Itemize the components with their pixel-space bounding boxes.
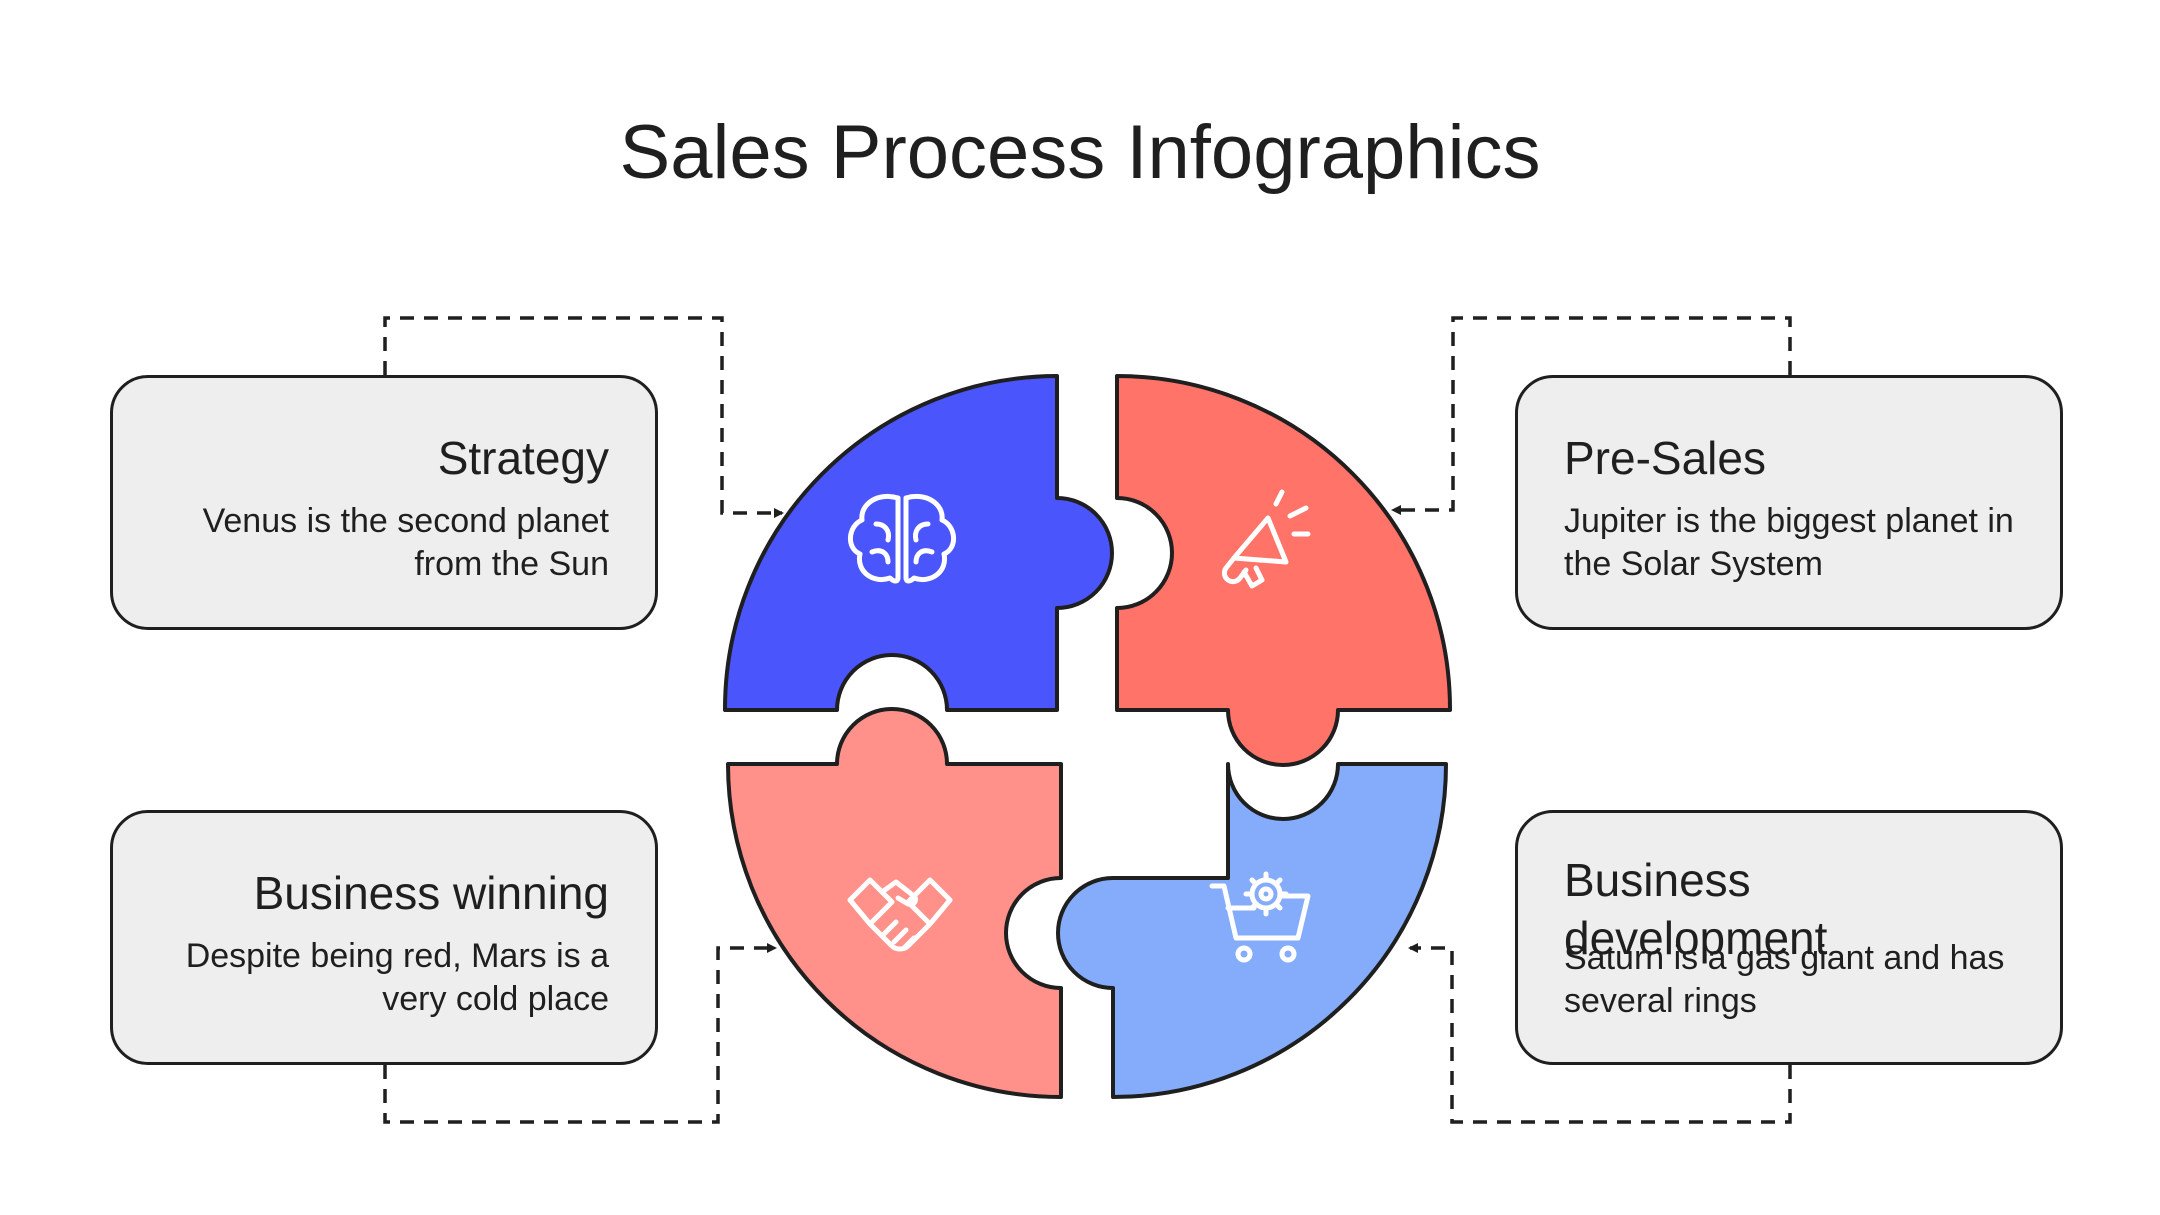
puzzle-piece-development — [1056, 762, 1448, 1099]
puzzle-piece-winning — [726, 707, 1063, 1099]
cart-gear-icon — [1209, 871, 1311, 963]
step-heading: Strategy — [437, 432, 609, 484]
connector-development — [1408, 943, 1792, 1124]
step-description: Saturn is a gas giant and has several ri… — [1564, 939, 2005, 1020]
step-heading: Business development — [1564, 854, 1828, 964]
step-description: Jupiter is the biggest planet in the Sol… — [1564, 502, 2014, 583]
step-card-presales: Pre-Sales Jupiter is the biggest planet … — [1515, 375, 2063, 630]
page-title: Sales Process Infographics — [619, 110, 1541, 195]
step-description: Venus is the second planet from the Sun — [202, 502, 609, 583]
puzzle-piece-presales — [1115, 374, 1453, 767]
connector-strategy — [383, 316, 784, 518]
step-heading: Business winning — [253, 867, 609, 919]
megaphone-icon — [1221, 489, 1311, 589]
handshake-icon — [847, 877, 953, 952]
brain-icon — [848, 494, 956, 584]
connector-winning — [383, 943, 777, 1124]
connector-presales — [1391, 316, 1792, 515]
step-card-strategy: Strategy Venus is the second planet from… — [110, 375, 658, 630]
step-description: Despite being red, Mars is a very cold p… — [185, 937, 609, 1018]
step-heading: Pre-Sales — [1564, 432, 1766, 484]
puzzle-piece-strategy — [722, 374, 1114, 712]
step-card-business-winning: Business winning Despite being red, Mars… — [110, 810, 658, 1065]
step-card-business-development: Business development Saturn is a gas gia… — [1515, 810, 2063, 1065]
